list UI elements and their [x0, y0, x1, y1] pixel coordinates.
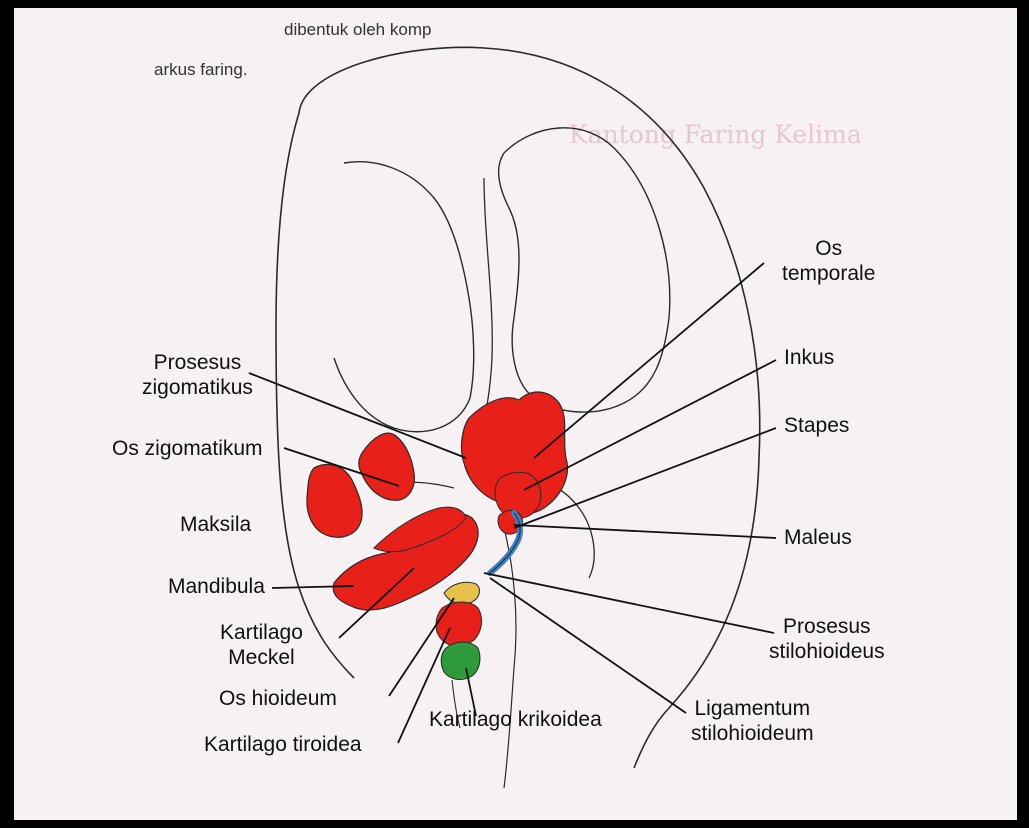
label-prosesus-stilohioideus-line-1: Prosesus: [769, 614, 885, 639]
label-kartilago-meckel-line-2: Meckel: [220, 645, 303, 670]
label-kartilago-meckel: Kartilago Meckel: [220, 620, 303, 670]
label-prosesus-zigomatikus: Prosesus zigomatikus: [142, 350, 253, 400]
label-mandibula: Mandibula: [168, 574, 265, 599]
label-maksila: Maksila: [180, 512, 251, 537]
label-os-hioideum: Os hioideum: [219, 686, 337, 711]
kartilago-tiroidea-shape: [436, 602, 481, 646]
label-os-temporale: Os temporale: [782, 236, 875, 286]
leader-maleus: [514, 525, 776, 538]
leader-ligamentum: [490, 578, 686, 713]
brain-fold-1: [334, 162, 474, 432]
leader-os-hioideum: [389, 598, 454, 696]
label-prosesus-stilohioideus-line-2: stilohioideus: [769, 639, 885, 664]
label-maleus: Maleus: [784, 525, 852, 550]
label-inkus: Inkus: [784, 345, 834, 370]
leader-prosesus-zigomatikus: [249, 373, 466, 458]
label-prosesus-zigomatikus-line-1: Prosesus: [142, 350, 253, 375]
inkus-shape: [495, 472, 541, 518]
label-prosesus-zigomatikus-line-2: zigomatikus: [142, 375, 253, 400]
leader-os-temporale: [534, 263, 764, 458]
maksila-shape: [307, 464, 362, 537]
kartilago-krikoidea-shape: [441, 642, 480, 679]
label-kartilago-tiroidea: Kartilago tiroidea: [204, 732, 362, 757]
label-prosesus-stilohioideus: Prosesus stilohioideus: [769, 614, 885, 664]
label-ligamentum-line-1: Ligamentum: [691, 696, 814, 721]
embryo-head-drawing: [14, 8, 1017, 820]
os-hioideum-shape: [444, 582, 479, 604]
label-os-temporale-line-2: temporale: [782, 261, 875, 286]
diagram-frame: dibentuk oleh komp arkus faring. Kantong…: [14, 8, 1017, 820]
label-os-temporale-line-1: Os: [782, 236, 875, 261]
os-zigomatikum-shape: [359, 433, 415, 500]
label-ligamentum-line-2: stilohioideum: [691, 721, 814, 746]
label-ligamentum-stilohioideum: Ligamentum stilohioideum: [691, 696, 814, 746]
label-kartilago-meckel-line-1: Kartilago: [220, 620, 303, 645]
label-os-zigomatikum: Os zigomatikum: [112, 436, 263, 461]
label-kartilago-krikoidea: Kartilago krikoidea: [429, 707, 602, 732]
brain-fold-2: [499, 128, 670, 412]
neck-outline: [504, 528, 516, 788]
label-stapes: Stapes: [784, 413, 849, 438]
